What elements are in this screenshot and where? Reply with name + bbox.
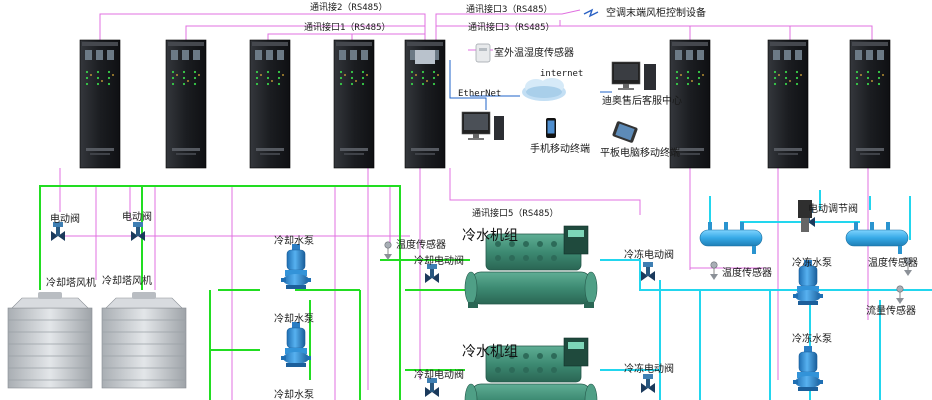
label-elec-valve-a: 冷却电动阀 bbox=[414, 254, 464, 267]
lightning-icon bbox=[583, 8, 599, 18]
control-cabinet-7 bbox=[767, 39, 809, 169]
label-cool-pump1: 冷却水泵 bbox=[274, 234, 314, 247]
temp-sensor-2 bbox=[709, 261, 719, 281]
label-valve1: 电动阀 bbox=[50, 212, 80, 225]
control-cabinet-4 bbox=[333, 39, 375, 169]
cooling-tower-icon bbox=[7, 291, 93, 389]
label-temp-sensor3: 温度传感器 bbox=[868, 256, 918, 269]
temp-sensor-1 bbox=[383, 241, 393, 261]
pump-icon bbox=[280, 243, 312, 290]
control-cabinet-8 bbox=[849, 39, 891, 169]
label-elec-reg-valve: 电动调节阀 bbox=[808, 202, 858, 215]
label-internet: internet bbox=[540, 69, 583, 79]
cloud-icon bbox=[522, 78, 566, 101]
control-cabinet-2 bbox=[165, 39, 207, 169]
label-tablet: 平板电脑移动终端 bbox=[600, 146, 680, 159]
cabinet-icon bbox=[333, 39, 375, 169]
cooling-tower-2 bbox=[101, 291, 187, 389]
label-chiller2: 冷水机组 bbox=[462, 344, 518, 360]
mobile-phone bbox=[546, 118, 556, 138]
cooling-tower-1 bbox=[7, 291, 93, 389]
label-comm5: 通讯接口5（RS485） bbox=[472, 207, 559, 219]
cabinet-icon bbox=[79, 39, 121, 169]
label-comm2: 通讯接2（RS485） bbox=[310, 1, 388, 13]
control-cabinet-1 bbox=[79, 39, 121, 169]
tablet bbox=[612, 121, 638, 143]
manifold-right bbox=[845, 221, 909, 255]
label-freeze-pump2: 冷冻水泵 bbox=[792, 332, 832, 345]
outdoor-sensor bbox=[475, 43, 491, 63]
label-temp-sensor1: 温度传感器 bbox=[396, 238, 446, 251]
cooling-pump-2 bbox=[280, 321, 312, 368]
cabinet-icon bbox=[249, 39, 291, 169]
label-tower-fan1: 冷却塔风机 bbox=[46, 276, 96, 289]
label-cool-pump2: 冷却水泵 bbox=[274, 312, 314, 325]
pump-icon bbox=[792, 345, 824, 392]
regulator-actuator bbox=[798, 200, 812, 232]
label-cool-pump3: 冷却水泵 bbox=[274, 388, 314, 400]
cooling-tower-icon bbox=[101, 291, 187, 389]
cabinet-icon bbox=[165, 39, 207, 169]
label-ethernet: EtherNet bbox=[458, 89, 501, 99]
control-cabinet-3 bbox=[249, 39, 291, 169]
label-comm3a: 通讯接口3（RS485） bbox=[466, 3, 553, 15]
label-comm3b: 通讯接口3（RS485） bbox=[468, 21, 555, 33]
cooling-water-pipes bbox=[39, 185, 470, 400]
ethernet-pc bbox=[461, 111, 504, 140]
valve-icon bbox=[641, 374, 655, 393]
chilled-valve-2 bbox=[641, 374, 655, 393]
label-outdoor-sensor: 室外温湿度传感器 bbox=[494, 46, 574, 59]
label-service-center: 迪奥售后客服中心 bbox=[602, 94, 682, 107]
sensor-icon bbox=[895, 285, 905, 305]
cabinet-icon bbox=[767, 39, 809, 169]
manifold-icon bbox=[845, 221, 909, 255]
label-valve2: 电动阀 bbox=[122, 210, 152, 223]
label-freeze-valve2: 冷冻电动阀 bbox=[624, 362, 674, 375]
label-comm1: 通讯接口1（RS485） bbox=[304, 21, 391, 33]
label-mobile: 手机移动终端 bbox=[530, 142, 590, 155]
label-temp-sensor2: 温度传感器 bbox=[722, 266, 772, 279]
cabinet-icon bbox=[849, 39, 891, 169]
valve-icon bbox=[641, 262, 655, 281]
chilled-valve-1 bbox=[641, 262, 655, 281]
label-freeze-pump1: 冷冻水泵 bbox=[792, 256, 832, 269]
flow-sensor bbox=[895, 285, 905, 305]
ethernet-lines bbox=[449, 60, 612, 110]
cooling-pump-1 bbox=[280, 243, 312, 290]
pump-icon bbox=[280, 321, 312, 368]
label-freeze-valve1: 冷冻电动阀 bbox=[624, 248, 674, 261]
manifold-icon bbox=[699, 221, 763, 255]
service-monitor bbox=[611, 61, 656, 90]
label-elec-valve-b: 冷却电动阀 bbox=[414, 368, 464, 381]
label-flow-sensor: 流量传感器 bbox=[866, 304, 916, 317]
label-ac-control: 空调末端风柜控制设备 bbox=[606, 6, 706, 19]
manifold-left bbox=[699, 221, 763, 255]
freeze-pump-2 bbox=[792, 345, 824, 392]
sensor-icon bbox=[709, 261, 719, 281]
label-tower-fan2: 冷却塔风机 bbox=[102, 274, 152, 287]
sensor-icon bbox=[475, 43, 491, 63]
main-control-cabinet bbox=[404, 39, 446, 169]
label-chiller1: 冷水机组 bbox=[462, 228, 518, 244]
pc-icon bbox=[494, 116, 504, 140]
sensor-icon bbox=[383, 241, 393, 261]
pc-icon bbox=[644, 64, 656, 90]
